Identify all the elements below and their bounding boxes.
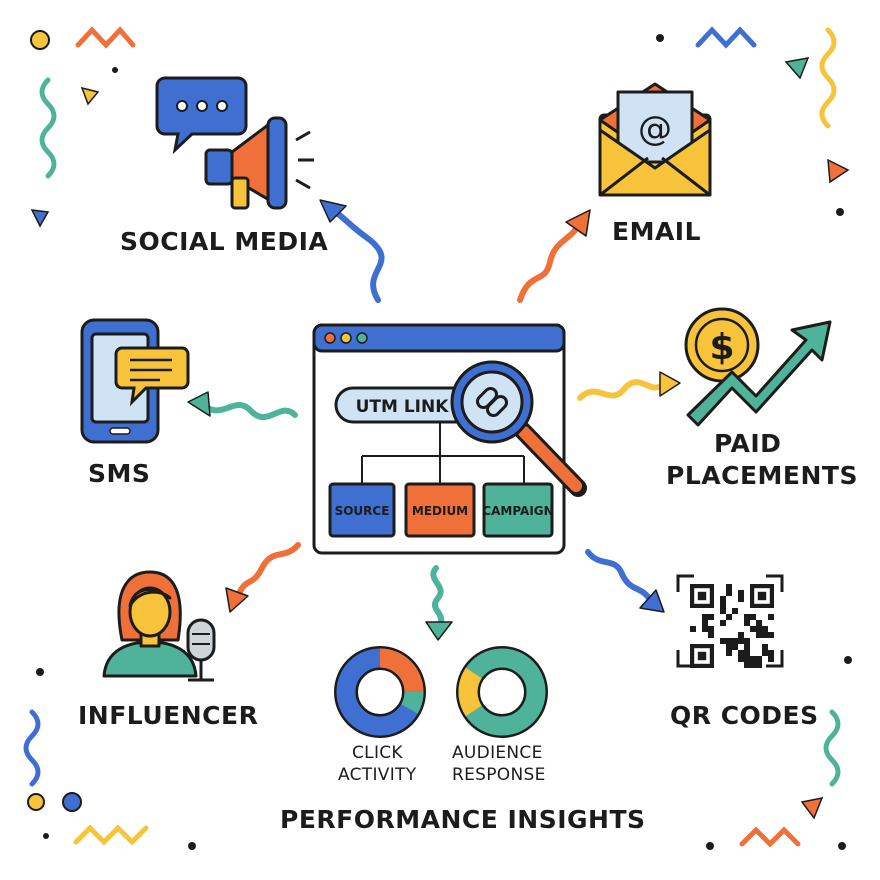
social-media-icon-group bbox=[155, 76, 314, 210]
connector-arrows bbox=[187, 199, 681, 641]
label-audience-line1: AUDIENCE bbox=[452, 743, 543, 763]
megaphone-icon bbox=[204, 116, 314, 210]
dollar-coin-icon: $ bbox=[684, 307, 760, 383]
at-sign-icon: @ bbox=[638, 109, 672, 149]
label-paid-line1: PAID bbox=[714, 429, 782, 458]
label-audience-line2: RESPONSE bbox=[452, 765, 546, 785]
audience-response-donut bbox=[456, 646, 548, 738]
label-email: EMAIL bbox=[612, 217, 702, 246]
paid-placements-icon-group: $ bbox=[684, 307, 832, 427]
label-paid-line2: PLACEMENTS bbox=[666, 461, 858, 490]
arrow-to-social-media bbox=[327, 205, 385, 303]
chat-bubble-icon bbox=[155, 76, 248, 155]
arrow-to-sms bbox=[202, 402, 298, 420]
param-medium-label: MEDIUM bbox=[412, 504, 468, 518]
param-source-box bbox=[328, 482, 396, 538]
label-qr-codes: QR CODES bbox=[670, 701, 819, 730]
param-medium-box bbox=[404, 482, 476, 538]
phone-icon bbox=[80, 318, 190, 444]
click-activity-donut bbox=[334, 646, 426, 738]
param-campaign-label: CAMPAIGN bbox=[482, 504, 553, 518]
arrow-to-email bbox=[517, 217, 583, 303]
label-influencer: INFLUENCER bbox=[78, 701, 259, 730]
woman-avatar-icon bbox=[102, 570, 198, 678]
param-campaign-box bbox=[482, 482, 554, 538]
label-click-line2: ACTIVITY bbox=[338, 765, 417, 785]
decorative-confetti bbox=[23, 26, 852, 850]
svg-text:$: $ bbox=[709, 327, 734, 368]
influencer-icon-group bbox=[102, 570, 216, 682]
arrow-to-paid bbox=[577, 379, 665, 401]
label-click-line1: CLICK bbox=[352, 743, 403, 763]
link-icon bbox=[475, 386, 509, 418]
label-social-media: SOCIAL MEDIA bbox=[120, 227, 329, 256]
arrow-to-qr bbox=[585, 549, 653, 603]
arrow-to-influencer bbox=[235, 542, 301, 599]
envelope-icon: @ bbox=[598, 82, 712, 197]
arrow-to-insights bbox=[430, 565, 445, 629]
microphone-icon bbox=[186, 618, 216, 682]
label-sms: SMS bbox=[88, 459, 151, 488]
magnifier-icon bbox=[450, 360, 587, 497]
param-source-label: SOURCE bbox=[335, 504, 390, 518]
trend-arrow-icon bbox=[686, 320, 832, 427]
qr-code-icon bbox=[676, 574, 784, 668]
utm-link-label: UTM LINK bbox=[356, 397, 450, 417]
label-performance-insights: PERFORMANCE INSIGHTS bbox=[280, 805, 646, 834]
message-icon bbox=[114, 346, 190, 407]
